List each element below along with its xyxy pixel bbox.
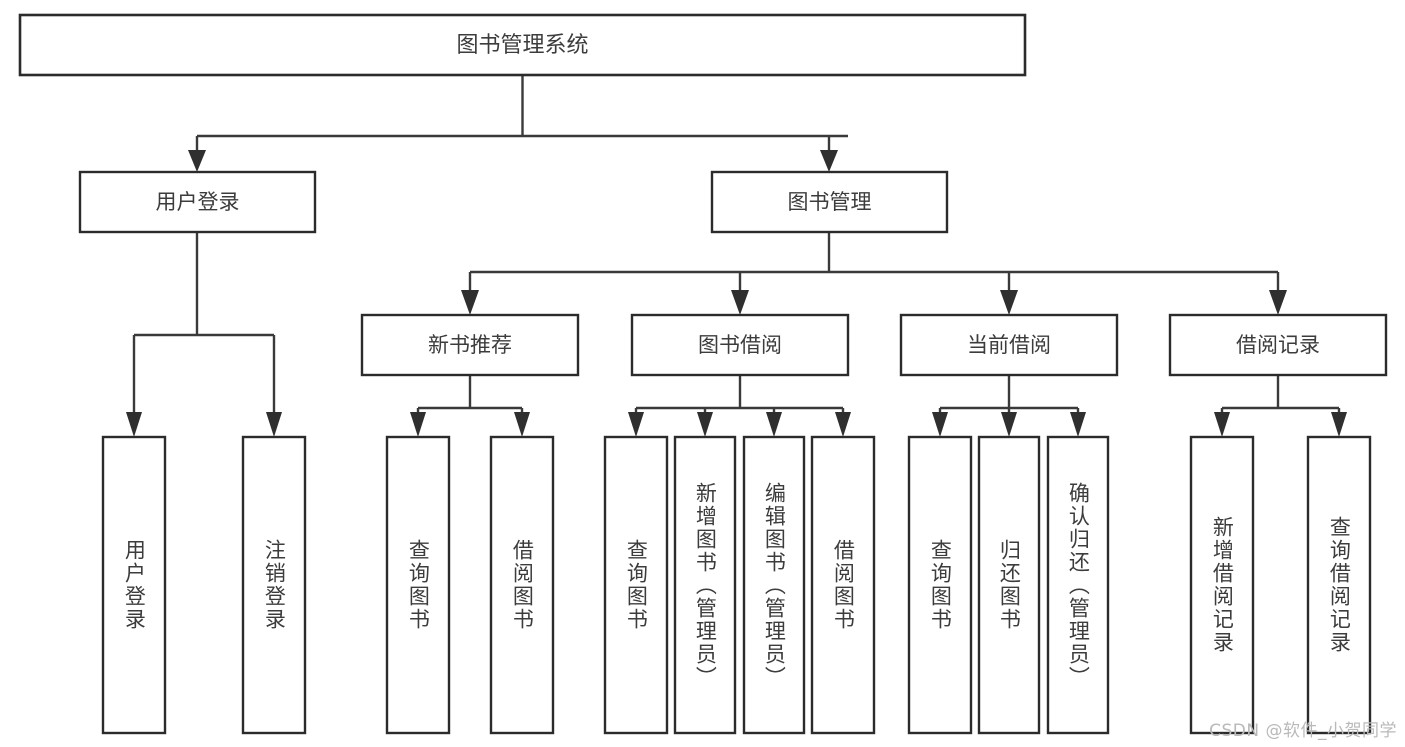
arrow-head-book-borrow xyxy=(731,290,749,315)
arrow-head-new-book-recommend xyxy=(461,290,479,315)
arrow-head-current-borrow xyxy=(1000,290,1018,315)
node-leaf-query-book-3-box[interactable] xyxy=(907,435,973,735)
arrow-head-borrow-record xyxy=(1269,290,1287,315)
node-borrow-record-box[interactable] xyxy=(1168,313,1388,377)
node-leaf-borrow-book-2-box[interactable] xyxy=(810,435,876,735)
node-leaf-logout-login-box[interactable] xyxy=(241,435,307,735)
node-new-book-recommend-label: 新书推荐 xyxy=(428,333,512,357)
node-current-borrow-label: 当前借阅 xyxy=(967,333,1051,357)
node-book-borrow-label: 图书借阅 xyxy=(698,333,782,357)
connector-layer xyxy=(126,75,1347,437)
node-root-label: 图书管理系统 xyxy=(456,33,588,58)
arrow-head-leaf-return-book xyxy=(1001,412,1017,437)
node-layer: 图书管理系统 用户登录 图书管理 新书推荐 图书借阅 当前借阅 借阅记录 xyxy=(18,13,1388,735)
arrow-head-leaf-add-record xyxy=(1214,412,1230,437)
arrow-head-leaf-query-book-3 xyxy=(932,412,948,437)
arrow-head-leaf-edit-book xyxy=(766,412,782,437)
node-new-book-recommend-box[interactable] xyxy=(360,313,580,377)
node-leaf-confirm-return-box[interactable] xyxy=(1046,435,1110,735)
arrow-head-leaf-query-book-1 xyxy=(410,412,426,437)
arrow-head-leaf-borrow-book-2 xyxy=(835,412,851,437)
node-book-borrow-box[interactable] xyxy=(630,313,850,377)
arrow-head-leaf-add-book xyxy=(697,412,713,437)
node-borrow-record-label: 借阅记录 xyxy=(1236,333,1320,357)
arrow-head-leaf-logout-login xyxy=(266,412,282,437)
arrow-head-leaf-user-login xyxy=(126,412,142,437)
arrow-head-leaf-query-book-2 xyxy=(628,412,644,437)
node-book-manage-box[interactable] xyxy=(710,170,949,234)
node-leaf-user-login-box[interactable] xyxy=(101,435,167,735)
node-root-box[interactable] xyxy=(18,13,1027,77)
node-user-login-label: 用户登录 xyxy=(156,190,240,214)
node-book-manage-label: 图书管理 xyxy=(788,190,872,214)
node-current-borrow-box[interactable] xyxy=(899,313,1119,377)
node-leaf-query-book-2-box[interactable] xyxy=(603,435,669,735)
arrow-head-leaf-borrow-book-1 xyxy=(514,412,530,437)
arrow-head-book-manage xyxy=(820,150,838,172)
node-leaf-borrow-book-1-box[interactable] xyxy=(489,435,555,735)
arrow-head-leaf-query-record xyxy=(1331,412,1347,437)
arrow-head-user-login xyxy=(188,150,206,172)
node-leaf-add-book-box[interactable] xyxy=(673,435,737,735)
node-leaf-query-book-1-box[interactable] xyxy=(385,435,451,735)
node-leaf-return-book-box[interactable] xyxy=(977,435,1041,735)
arrow-head-leaf-confirm-return xyxy=(1070,412,1086,437)
node-leaf-edit-book-box[interactable] xyxy=(742,435,806,735)
watermark-text: CSDN @软件_小贺同学 xyxy=(1209,721,1397,741)
node-leaf-add-record-box[interactable] xyxy=(1189,435,1255,735)
node-leaf-query-record-box[interactable] xyxy=(1306,435,1372,735)
node-user-login-box[interactable] xyxy=(78,170,317,234)
